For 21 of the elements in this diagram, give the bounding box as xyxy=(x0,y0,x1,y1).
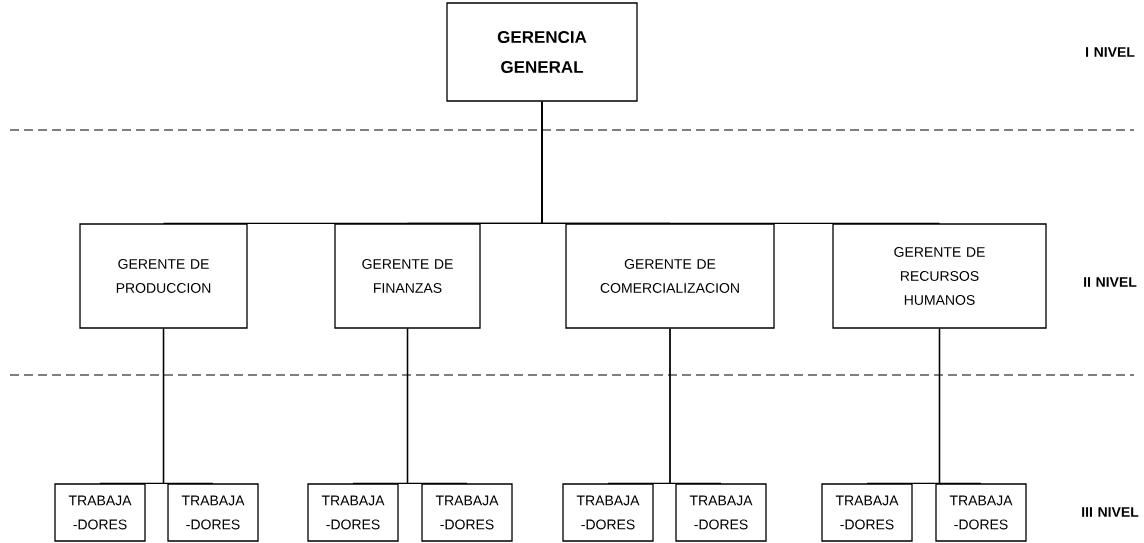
org-box: TRABAJA -DORES xyxy=(562,483,654,542)
level-label: II NIVEL xyxy=(1084,277,1137,287)
org-box: GERENTE DE PRODUCCION xyxy=(79,223,248,329)
connector-line xyxy=(669,328,722,484)
connector-line xyxy=(406,328,468,484)
connector-line xyxy=(541,101,941,224)
org-box: TRABAJA -DORES xyxy=(54,483,146,542)
connector-line xyxy=(938,328,982,484)
org-box: GERENTE DE COMERCIALIZACION xyxy=(565,223,775,329)
org-box: TRABAJA -DORES xyxy=(421,483,513,542)
org-box: TRABAJA -DORES xyxy=(935,483,1027,542)
org-box: GERENTE DE RECURSOS HUMANOS xyxy=(832,223,1047,329)
org-box: TRABAJA -DORES xyxy=(307,483,399,542)
org-box: TRABAJA -DORES xyxy=(675,483,767,542)
org-box: TRABAJA -DORES xyxy=(821,483,913,542)
level-label: I NIVEL xyxy=(1086,47,1135,57)
org-box: TRABAJA -DORES xyxy=(167,483,259,542)
org-box: GERENCIA GENERAL xyxy=(446,2,638,102)
connector-line xyxy=(162,328,214,484)
org-box: GERENTE DE FINANZAS xyxy=(334,223,481,329)
level-label: III NIVEL xyxy=(1082,507,1139,517)
